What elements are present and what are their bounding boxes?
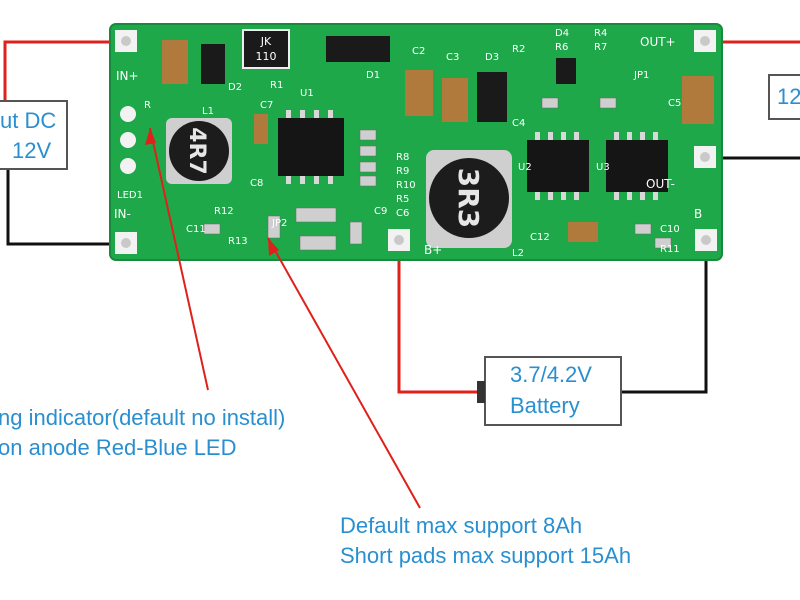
- silk-r7: R7: [594, 42, 607, 53]
- silk-r5: R5: [396, 194, 409, 205]
- silk-r2: R2: [512, 44, 525, 55]
- battery-negative-wire: [621, 240, 708, 394]
- silk-r13: R13: [228, 236, 248, 247]
- part-jk110: [242, 29, 290, 69]
- silk-c3: C3: [446, 52, 459, 63]
- inductor-l2-core: [429, 158, 509, 238]
- silk-r9: R9: [396, 166, 409, 177]
- silk-r1: R1: [270, 80, 283, 91]
- components: 4R7 3R3 JK 110: [162, 29, 714, 251]
- silk-jp1: JP1: [633, 70, 649, 81]
- cap-c3: [405, 70, 433, 116]
- pad-in-minus-hole: [121, 238, 131, 248]
- pad-out-plus-hole: [700, 36, 710, 46]
- silk-d4: D4: [555, 28, 569, 39]
- indicator-arrowhead: [145, 128, 156, 145]
- battery-positive-wire: [397, 240, 484, 394]
- chip-resistors: [203, 97, 672, 251]
- silk-c5: C5: [668, 98, 681, 109]
- silk-jp2: JP2: [271, 218, 287, 229]
- ic-u1: [278, 118, 344, 176]
- battery-label: Battery: [510, 393, 580, 418]
- silk-c4: C4: [512, 118, 525, 129]
- diode-d2: [201, 44, 225, 84]
- indicator-leader: [149, 127, 209, 391]
- inductor-l1-code: 4R7: [184, 127, 209, 175]
- silk-led1: LED1: [117, 190, 143, 201]
- silk-c11: C11: [186, 224, 206, 235]
- cap-c12: [568, 222, 598, 242]
- indicator-note-line1: ng indicator(default no install): [0, 405, 286, 430]
- silk-out-plus: OUT+: [640, 35, 676, 49]
- silk-r8: R8: [396, 152, 409, 163]
- capacity-note-line1: Default max support 8Ah: [340, 513, 583, 538]
- indicator-note-line2: on anode Red-Blue LED: [0, 435, 237, 460]
- silk-r4: R4: [594, 28, 607, 39]
- silk-c6: C6: [396, 208, 409, 219]
- silkscreen: IN+ IN- LED1 R OUT+ OUT- B+ B D1 D2 D3 D…: [114, 28, 702, 259]
- input-dc-voltage: 12V: [12, 138, 52, 163]
- led-pad-1: [120, 106, 136, 122]
- battery-box: [484, 356, 622, 426]
- silk-c7: C7: [260, 100, 273, 111]
- solder-pads: [115, 30, 717, 254]
- inductor-l1-core: [169, 121, 229, 181]
- output-box: [768, 74, 800, 120]
- inductor-l2-code: 3R3: [452, 168, 485, 229]
- silk-d3: D3: [485, 52, 499, 63]
- capacity-note-line2: Short pads max support 15Ah: [340, 543, 632, 568]
- silk-in-plus: IN+: [116, 69, 139, 83]
- capacity-leader: [267, 237, 421, 509]
- input-dc-label: ut DC: [0, 108, 57, 133]
- part-jk110-code: 110: [256, 50, 277, 63]
- output-voltage: 12: [777, 84, 800, 109]
- silk-b: B: [694, 207, 702, 221]
- cap-c7: [254, 114, 268, 144]
- diode-d3: [477, 72, 507, 122]
- ic-u2: [527, 140, 589, 192]
- silk-c10: C10: [660, 224, 680, 235]
- silk-r: R: [144, 100, 151, 111]
- input-dc-box: [0, 100, 68, 170]
- silk-u2: U2: [518, 162, 532, 173]
- cap-c5: [682, 76, 714, 124]
- input-positive-wire: [3, 40, 125, 100]
- capacity-arrowhead: [268, 238, 279, 256]
- silk-l2: L2: [512, 248, 524, 259]
- pad-in-plus-hole: [121, 36, 131, 46]
- silk-r10: R10: [396, 180, 416, 191]
- led-pad-3: [120, 158, 136, 174]
- pad-out-minus-hole: [700, 152, 710, 162]
- annotation-leaders: [149, 127, 421, 509]
- silk-in-minus: IN-: [114, 207, 131, 221]
- silk-c9: C9: [374, 206, 387, 217]
- silk-u1: U1: [300, 88, 314, 99]
- silk-r12: R12: [214, 206, 234, 217]
- led-pad-2: [120, 132, 136, 148]
- silk-r11: R11: [660, 244, 680, 255]
- cap-left-top: [162, 40, 188, 84]
- silk-c8: C8: [250, 178, 263, 189]
- transistor-q: [556, 58, 576, 84]
- silk-r6: R6: [555, 42, 568, 53]
- silk-out-minus: OUT-: [646, 177, 675, 191]
- battery-voltage: 3.7/4.2V: [510, 362, 592, 387]
- pad-b-plus-hole: [394, 235, 404, 245]
- ic-u3: [606, 140, 668, 192]
- silk-u3: U3: [596, 162, 610, 173]
- cap-c4-top: [442, 78, 468, 122]
- silk-l1: L1: [202, 106, 214, 117]
- silk-b-plus: B+: [424, 243, 442, 257]
- part-jk110-label: JK: [260, 35, 272, 48]
- battery-terminal: [477, 381, 485, 403]
- ic-pins: [286, 110, 658, 200]
- silk-c2: C2: [412, 46, 425, 57]
- silk-d2: D2: [228, 82, 242, 93]
- pad-b-minus-hole: [701, 235, 711, 245]
- diode-d1: [326, 36, 390, 62]
- input-negative-wire: [6, 168, 125, 246]
- silk-d1: D1: [366, 70, 380, 81]
- silk-c12: C12: [530, 232, 550, 243]
